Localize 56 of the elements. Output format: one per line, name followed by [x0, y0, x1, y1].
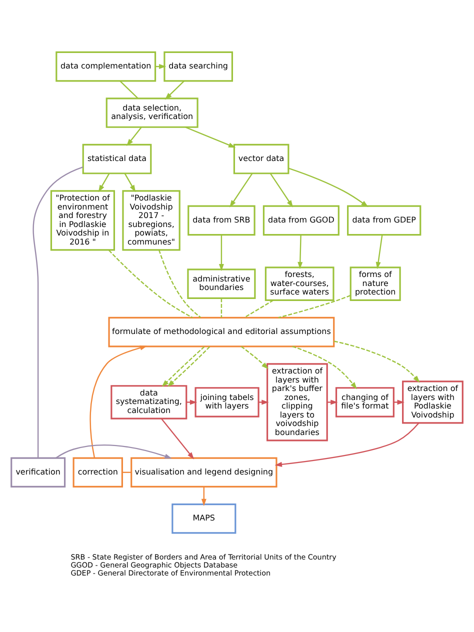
- node-box: data systematizating, calculation: [110, 384, 188, 419]
- node-box: MAPS: [172, 502, 236, 534]
- arrow: [56, 444, 172, 458]
- label: GDEP - General Directorate of Environmental Protection: [70, 568, 271, 577]
- arrow: [185, 126, 236, 148]
- node-box: verification: [10, 456, 66, 488]
- node-box: "Podlaskie Voivodship 2017 - subregions, powiats, communes": [122, 190, 180, 250]
- node-box: statistical data: [82, 143, 152, 174]
- label: GGOD - General Geographic Objects Database: [70, 560, 238, 569]
- arrow: [162, 346, 205, 386]
- connector: [278, 294, 351, 318]
- node-box: extraction of layers with Podlaskie Voivodship: [402, 380, 464, 424]
- connector: [120, 80, 138, 98]
- arrow: [274, 422, 420, 466]
- node-box: correction: [72, 456, 123, 488]
- arrow: [124, 172, 136, 192]
- arrow: [394, 399, 404, 404]
- node-box: data complementation: [56, 50, 156, 82]
- arrow: [98, 172, 110, 192]
- arrow: [201, 486, 206, 506]
- arrow: [218, 234, 224, 271]
- arrow: [298, 234, 303, 269]
- node-box: data from GGOD: [262, 204, 340, 236]
- connector: [108, 249, 193, 318]
- arrow: [164, 80, 185, 100]
- label: SRB - State Register of Borders and Area of Territorial Units of the Country: [70, 552, 336, 561]
- connector: [220, 298, 222, 317]
- arrow: [327, 399, 338, 404]
- node-box: administrative boundaries: [187, 268, 256, 298]
- node-box: data from SRB: [188, 204, 256, 236]
- node-box: extraction of layers with park's buffer zones, clipping layers to voivodship boundaries: [266, 362, 328, 441]
- arrow: [230, 172, 253, 207]
- node-box: joining tabels with layers: [194, 386, 260, 417]
- node-box: forests, water-courses, surface waters: [264, 266, 334, 300]
- node-box: changing of file's format: [335, 386, 394, 417]
- arrow: [167, 346, 210, 386]
- arrow: [270, 172, 294, 207]
- arrow: [334, 340, 420, 382]
- node-box: vector data: [233, 143, 290, 174]
- node-box: data selection, analysis, verification: [106, 97, 198, 128]
- arrow: [160, 418, 194, 459]
- connector: [32, 166, 84, 458]
- node-box: formulate of methodological and editorial assumptions: [108, 316, 335, 347]
- arrow: [376, 234, 383, 269]
- node-box: data searching: [164, 50, 234, 82]
- arrow: [258, 399, 269, 404]
- arrow: [240, 346, 269, 369]
- node-box: data from GDEP: [347, 204, 422, 236]
- arrow: [90, 344, 148, 458]
- arrow: [288, 167, 368, 207]
- node-box: visualisation and legend designing: [130, 456, 278, 488]
- node-box: forms of nature protection: [350, 266, 401, 300]
- arrow: [126, 126, 142, 146]
- arrow: [186, 399, 198, 404]
- connector: [158, 249, 201, 318]
- node-box: "Protection of environment and forestry in Podlaskie Voivodship in 2016 ": [50, 190, 116, 250]
